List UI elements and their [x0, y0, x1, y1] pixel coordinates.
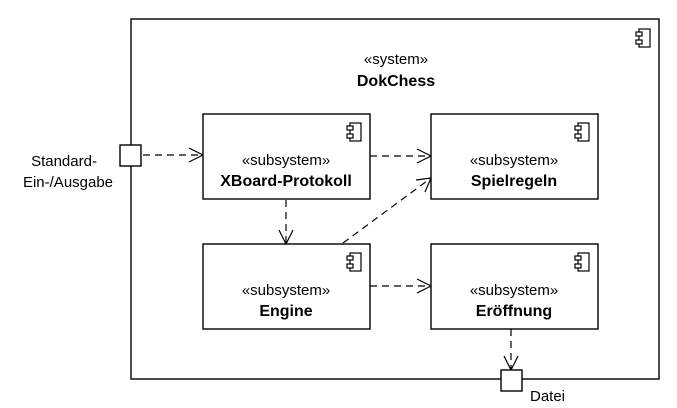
subsystem-engine: «subsystem» Engine: [202, 243, 371, 330]
system-stereotype: «system»: [364, 51, 428, 68]
dependencies: [143, 147, 519, 372]
subsystem-stereotype: «subsystem»: [242, 282, 330, 299]
subsystem-name: Engine: [259, 303, 312, 320]
subsystem-box: [430, 243, 599, 330]
subsystem-name: XBoard-Protokoll: [220, 173, 352, 190]
port-label-line2: Ein-/Ausgabe: [23, 174, 113, 191]
subsystem-stereotype: «subsystem»: [242, 152, 330, 169]
system-name: DokChess: [357, 73, 435, 90]
subsystem-xboard-protokoll: «subsystem» XBoard-Protokoll: [202, 113, 371, 200]
subsystem-name: Spielregeln: [471, 173, 557, 190]
port-square: [119, 144, 142, 167]
subsystem-box: [202, 243, 371, 330]
port-datei: Datei: [500, 369, 565, 405]
subsystem-name: Eröffnung: [476, 303, 552, 320]
port-square: [500, 369, 523, 392]
subsystem-box: [202, 113, 371, 200]
subsystem-box: [430, 113, 599, 200]
subsystem-stereotype: «subsystem»: [470, 282, 558, 299]
port-standard-io: Standard- Ein-/Ausgabe: [23, 144, 142, 191]
subsystem-stereotype: «subsystem»: [470, 152, 558, 169]
subsystem-spielregeln: «subsystem» Spielregeln: [430, 113, 599, 200]
port-label-line1: Standard-: [31, 153, 97, 170]
subsystem-eroeffnung: «subsystem» Eröffnung: [430, 243, 599, 330]
port-label: Datei: [530, 388, 565, 405]
